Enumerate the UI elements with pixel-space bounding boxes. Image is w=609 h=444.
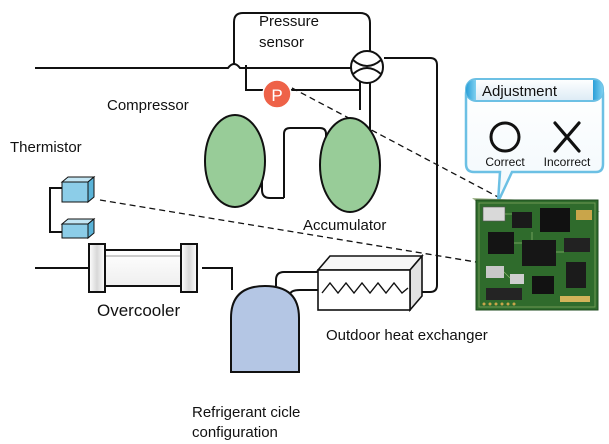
correct-label: Correct [485,155,525,169]
pressure-sensor-label: Pressure [259,13,319,30]
controller-circuit-board [472,198,600,310]
thermistor-icon [62,177,94,202]
overcooler-label: Overcooler [97,301,180,320]
accumulator-shell [320,118,380,212]
incorrect-label: Incorrect [544,155,591,169]
thermistor-icon [62,219,94,238]
outdoor-heat-exchanger-icon [318,256,422,310]
pressure-sensor-label: sensor [259,34,304,51]
caption-label: configuration [192,424,278,441]
receiver-tank [231,286,299,372]
thermistor-bracket [50,188,62,232]
overcooler-icon [89,244,197,292]
compressor-label: Compressor [107,97,189,114]
signal-lines [100,88,500,262]
accumulator-label: Accumulator [303,217,386,234]
thermistor-label: Thermistor [10,139,82,156]
outdoor-heat-exchanger-label: Outdoor heat exchanger [326,327,488,344]
compressor-shell [205,115,265,207]
adjustment-title: Adjustment [482,83,558,100]
pressure-sensor-symbol: P [271,86,282,105]
caption-label: Refrigerant cicle [192,404,300,421]
